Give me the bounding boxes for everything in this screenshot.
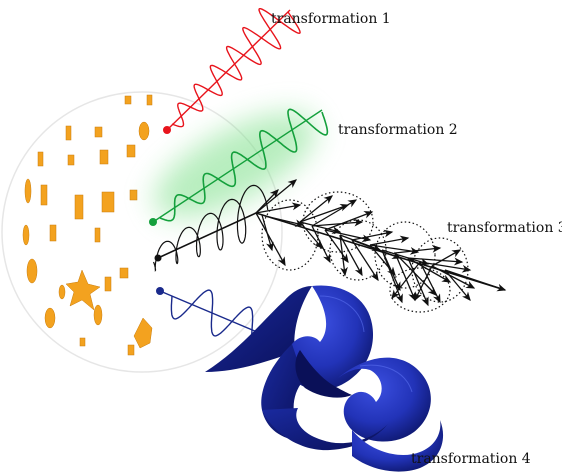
field-arrow (419, 261, 472, 273)
field-arrow (369, 235, 410, 246)
field-arrow (261, 214, 274, 252)
arrow-circles (261, 191, 469, 313)
field-arrow (444, 269, 507, 292)
field-arrow (299, 221, 342, 234)
field-arrow (255, 202, 302, 214)
field-arrow (324, 229, 349, 264)
field-arrow (299, 203, 350, 223)
sphere-patches (22, 94, 153, 356)
label-transformation-4: transformation 4 (411, 451, 531, 467)
field-arrow (311, 225, 331, 264)
field-arrow (407, 257, 429, 307)
field-arrow (299, 221, 323, 249)
helicoid-surface (205, 285, 444, 472)
label-transformation-2: transformation 2 (338, 122, 458, 138)
field-arrow (444, 269, 471, 301)
field-arrow (431, 249, 462, 267)
label-transformation-1: transformation 1 (271, 11, 391, 27)
transformation-3-field (152, 179, 507, 313)
field-arrow (351, 229, 394, 241)
field-arrow (407, 257, 452, 283)
field-arrow (391, 261, 421, 300)
field-arrow (311, 199, 358, 227)
transformation-1-wave (163, 7, 301, 134)
field-arrow (324, 211, 374, 231)
transformation-2-wave (149, 108, 329, 226)
transformation-1-origin (163, 126, 171, 134)
field-arrow (351, 239, 379, 282)
field-arrow (339, 234, 348, 277)
field-arrow (339, 234, 363, 277)
transformation-3-origin (154, 254, 162, 262)
field-arrow (264, 215, 305, 227)
transformation-4-origin (156, 287, 164, 295)
field-arrow (394, 244, 442, 254)
field-arrow (381, 249, 401, 292)
field-arrow (419, 261, 441, 304)
field-arrow (255, 212, 286, 267)
field-arrow (394, 252, 416, 302)
field-arrow (255, 189, 279, 214)
label-transformation-3: transformation 3 (447, 220, 562, 236)
field-arrow (311, 218, 364, 227)
field-arrow (414, 265, 433, 302)
field-arrow (431, 265, 476, 289)
field-arrow (299, 195, 334, 223)
transformation-2-origin (149, 218, 157, 226)
